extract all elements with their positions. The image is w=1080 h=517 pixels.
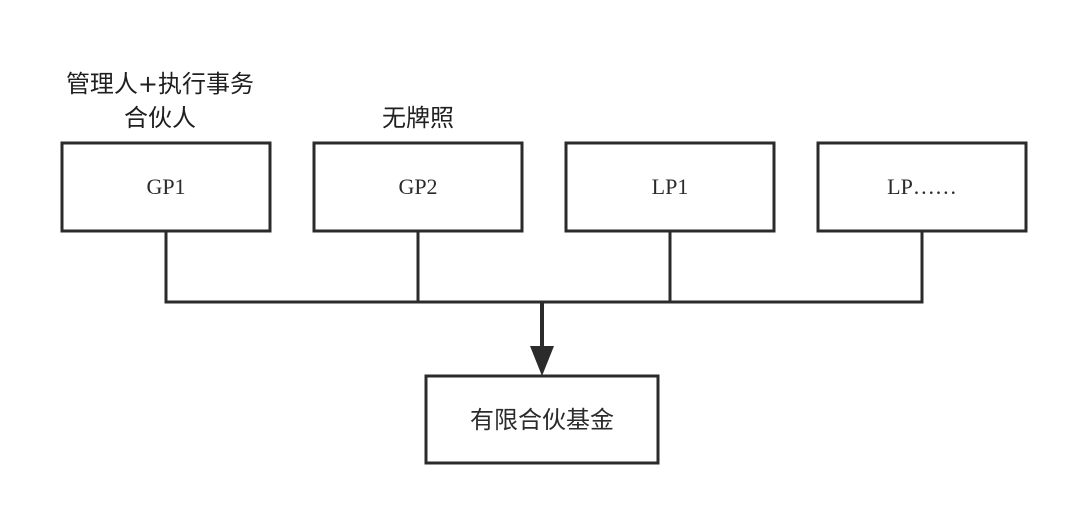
gp2-annotation: 无牌照	[382, 104, 454, 132]
partner-box-gp2: GP2	[312, 141, 524, 233]
gp1-annotation-line2: 合伙人	[124, 104, 196, 132]
partner-label-lp1: LP1	[652, 174, 689, 199]
partner-label-lp-more: LP……	[887, 174, 957, 199]
fund-label: 有限合伙基金	[470, 406, 614, 434]
gp1-annotation-line1: 管理人+执行事务	[66, 70, 254, 98]
arrowhead-icon	[530, 346, 554, 376]
partner-box-lp1: LP1	[564, 141, 776, 233]
fund-box: 有限合伙基金	[424, 374, 660, 465]
partner-box-gp1: GP1	[60, 141, 272, 233]
partner-label-gp2: GP2	[398, 174, 437, 199]
partner-box-lp-more: LP……	[816, 141, 1028, 233]
partner-label-gp1: GP1	[146, 174, 185, 199]
